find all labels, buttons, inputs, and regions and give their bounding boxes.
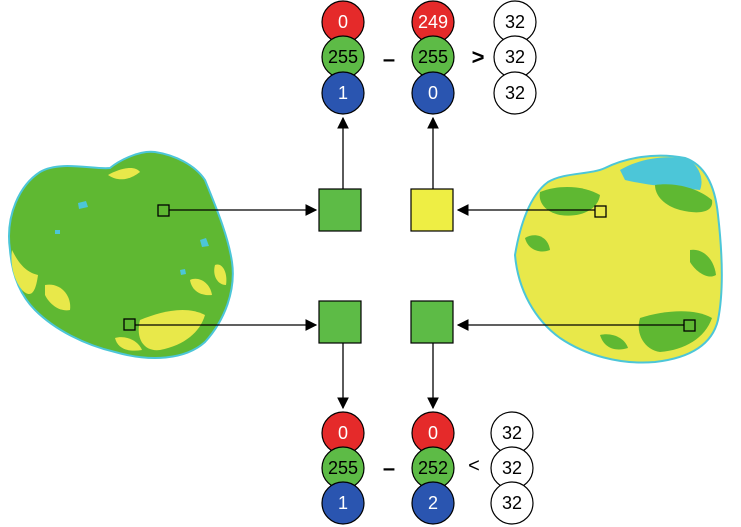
top-left-blue-value: 1 <box>338 83 348 103</box>
bottom-minus-sign: – <box>383 456 395 481</box>
bottom-right-blue-value: 2 <box>428 493 438 513</box>
left-tooth-model <box>8 150 234 359</box>
bottom-threshold-value-2: 32 <box>502 458 522 478</box>
bottom-left-blue-circle <box>321 481 365 525</box>
bottom-right-green-value: 252 <box>418 458 448 478</box>
top-threshold-value-2: 32 <box>505 47 525 67</box>
top-right-red-value: 249 <box>418 12 448 32</box>
bottom-threshold-circle-3 <box>490 481 534 525</box>
top-compare-sign: > <box>472 45 485 70</box>
top-left-red-value: 0 <box>338 12 348 32</box>
top-minus-sign: – <box>383 47 395 72</box>
bottom-left-green-value: 255 <box>328 458 358 478</box>
top-left-green-value: 255 <box>328 47 358 67</box>
top-right-green-value: 255 <box>418 47 448 67</box>
bottom-right-blue-circle <box>411 481 455 525</box>
top-right-blue-circle <box>411 71 455 115</box>
top-left-rgb-stack: 0 255 1 <box>321 0 365 115</box>
top-threshold-circle-3 <box>493 71 537 115</box>
top-left-blue-circle <box>321 71 365 115</box>
right-tooth-model <box>513 154 723 364</box>
bottom-right-rgb-stack: 0 252 2 <box>411 411 455 525</box>
sample-point-right-top <box>594 205 607 218</box>
bottom-left-rgb-stack: 0 255 1 <box>321 411 365 525</box>
top-threshold-value-3: 32 <box>505 83 525 103</box>
top-threshold-stack: 32 32 32 <box>493 0 537 115</box>
color-square-top-left <box>318 188 362 232</box>
bottom-right-red-value: 0 <box>428 423 438 443</box>
color-square-bottom-left <box>318 300 362 344</box>
bottom-left-red-value: 0 <box>338 423 348 443</box>
bottom-compare-sign: < <box>468 455 480 477</box>
bottom-threshold-value-1: 32 <box>502 423 522 443</box>
top-right-rgb-stack: 249 255 0 <box>411 0 455 115</box>
color-square-bottom-right <box>410 300 454 344</box>
color-square-top-right <box>410 188 454 232</box>
bottom-threshold-stack: 32 32 32 <box>490 411 534 525</box>
top-right-blue-value: 0 <box>428 83 438 103</box>
top-threshold-value-1: 32 <box>505 12 525 32</box>
bottom-left-blue-value: 1 <box>338 493 348 513</box>
bottom-threshold-value-3: 32 <box>502 493 522 513</box>
